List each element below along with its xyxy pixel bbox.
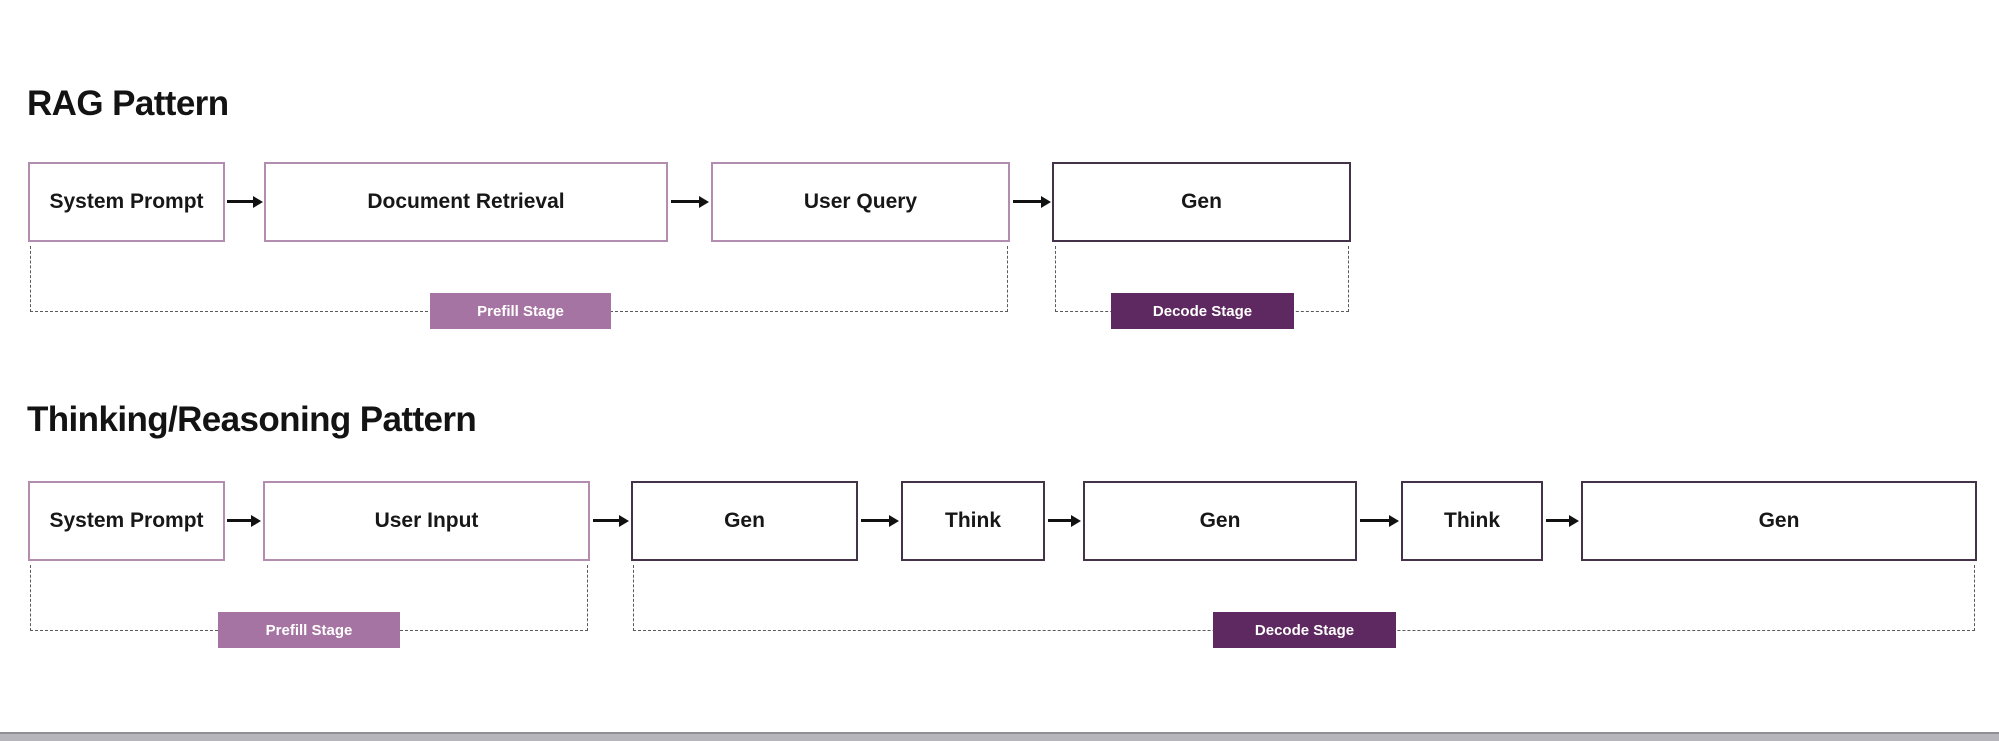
bottom-edge-bar	[0, 732, 1999, 741]
arrow-right-icon	[671, 200, 699, 203]
flow-box-gen: Gen	[1083, 481, 1357, 561]
flow-box-gen: Gen	[631, 481, 858, 561]
flow-box-user-input: User Input	[263, 481, 590, 561]
flow-box-system-prompt: System Prompt	[28, 162, 225, 242]
arrow-right-icon	[593, 519, 619, 522]
prefill-stage-badge: Prefill Stage	[218, 612, 400, 648]
decode-stage-badge: Decode Stage	[1111, 293, 1294, 329]
arrow-right-icon	[1048, 519, 1071, 522]
arrow-right-icon	[861, 519, 889, 522]
prefill-stage-badge: Prefill Stage	[430, 293, 611, 329]
rag-pattern-title: RAG Pattern	[27, 84, 229, 123]
thinking-reasoning-pattern-title: Thinking/Reasoning Pattern	[27, 400, 477, 439]
flow-box-document-retrieval: Document Retrieval	[264, 162, 668, 242]
flow-box-user-query: User Query	[711, 162, 1010, 242]
flow-box-think: Think	[901, 481, 1045, 561]
arrow-right-icon	[227, 200, 253, 203]
arrow-right-icon	[227, 519, 251, 522]
flow-box-system-prompt: System Prompt	[28, 481, 225, 561]
arrow-right-icon	[1360, 519, 1389, 522]
decode-stage-badge: Decode Stage	[1213, 612, 1396, 648]
flow-box-gen: Gen	[1052, 162, 1351, 242]
flow-box-think: Think	[1401, 481, 1543, 561]
arrow-right-icon	[1546, 519, 1569, 522]
flow-box-gen: Gen	[1581, 481, 1977, 561]
arrow-right-icon	[1013, 200, 1041, 203]
